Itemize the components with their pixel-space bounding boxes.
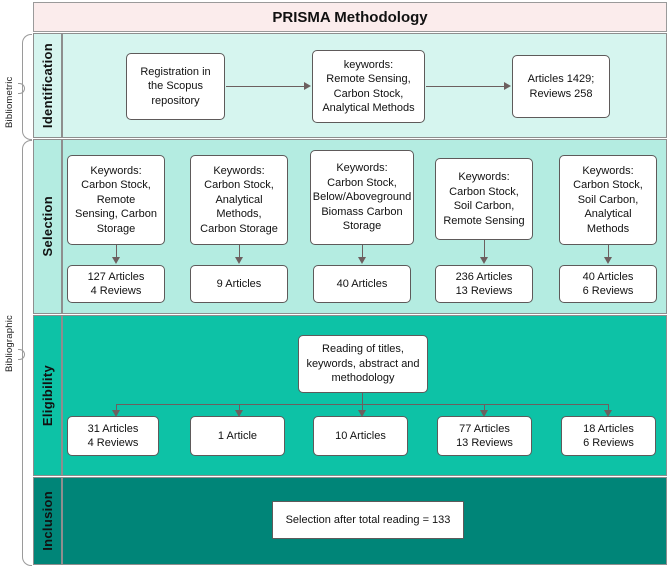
- eligibility-result-box-2: 1 Article: [190, 416, 285, 456]
- arrow-id-2-3: [504, 82, 511, 90]
- connector-sel-5: [608, 245, 610, 261]
- eligibility-reading-box: Reading of titles, keywords, abstract an…: [298, 335, 428, 393]
- group-label-bibliographic: Bibliographic: [4, 315, 15, 373]
- selection-result-box-5: 40 Articles 6 Reviews: [559, 265, 657, 303]
- arrow-id-1-2: [304, 82, 311, 90]
- arrow-sel-2: [235, 257, 243, 264]
- connector-id-1-2: [226, 86, 304, 88]
- selection-keyword-box-2: Keywords: Carbon Stock, Analytical Metho…: [190, 155, 288, 245]
- identification-box-registration: Registration in the Scopus repository: [126, 53, 225, 120]
- arrow-elig-2: [235, 410, 243, 417]
- connector-id-2-3: [426, 86, 504, 88]
- selection-keyword-box-1: Keywords: Carbon Stock, Remote Sensing, …: [67, 155, 165, 245]
- connector-sel-1: [116, 245, 118, 261]
- eligibility-result-box-4: 77 Articles 13 Reviews: [437, 416, 532, 456]
- identification-box-keywords: keywords: Remote Sensing, Carbon Stock, …: [312, 50, 425, 123]
- arrow-sel-3: [358, 257, 366, 264]
- selection-result-box-2: 9 Articles: [190, 265, 288, 303]
- connector-sel-2: [239, 245, 241, 261]
- arrow-sel-1: [112, 257, 120, 264]
- arrow-elig-5: [604, 410, 612, 417]
- stage-label-eligibility-text: Eligibility: [40, 364, 55, 427]
- selection-keyword-box-3: Keywords: Carbon Stock, Below/Abovegroun…: [310, 150, 414, 245]
- connector-sel-4: [484, 240, 486, 261]
- selection-result-box-4: 236 Articles 13 Reviews: [435, 265, 533, 303]
- stage-label-identification-text: Identification: [40, 42, 55, 129]
- arrow-elig-4: [480, 410, 488, 417]
- connector-elig-drop-1: [116, 404, 118, 414]
- stage-label-inclusion: Inclusion: [33, 477, 62, 565]
- arrow-sel-4: [480, 257, 488, 264]
- identification-box-results: Articles 1429; Reviews 258: [512, 55, 610, 118]
- connector-elig-drop-3: [362, 404, 364, 414]
- arrow-sel-5: [604, 257, 612, 264]
- selection-keyword-box-5: Keywords: Carbon Stock, Soil Carbon, Ana…: [559, 155, 657, 245]
- connector-elig-drop-5: [608, 404, 610, 414]
- stage-label-selection-text: Selection: [40, 196, 55, 257]
- page-title: PRISMA Methodology: [33, 2, 667, 32]
- arrow-elig-3: [358, 410, 366, 417]
- connector-elig-stem: [362, 393, 364, 405]
- selection-result-box-3: 40 Articles: [313, 265, 411, 303]
- stage-label-inclusion-text: Inclusion: [40, 491, 55, 551]
- connector-elig-drop-2: [239, 404, 241, 414]
- connector-elig-drop-4: [484, 404, 486, 414]
- group-brace-bibliometric: [18, 34, 32, 140]
- eligibility-result-box-5: 18 Articles 6 Reviews: [561, 416, 656, 456]
- stage-label-identification: Identification: [33, 33, 62, 138]
- eligibility-result-box-1: 31 Articles 4 Reviews: [67, 416, 159, 456]
- connector-sel-3: [362, 245, 364, 261]
- inclusion-result-box: Selection after total reading = 133: [272, 501, 464, 539]
- eligibility-result-box-3: 10 Articles: [313, 416, 408, 456]
- group-label-bibliometric: Bibliometric: [4, 76, 15, 128]
- arrow-elig-1: [112, 410, 120, 417]
- stage-label-eligibility: Eligibility: [33, 315, 62, 476]
- selection-keyword-box-4: Keywords: Carbon Stock, Soil Carbon, Rem…: [435, 158, 533, 240]
- selection-result-box-1: 127 Articles 4 Reviews: [67, 265, 165, 303]
- group-brace-bibliographic: [18, 140, 32, 566]
- stage-label-selection: Selection: [33, 139, 62, 314]
